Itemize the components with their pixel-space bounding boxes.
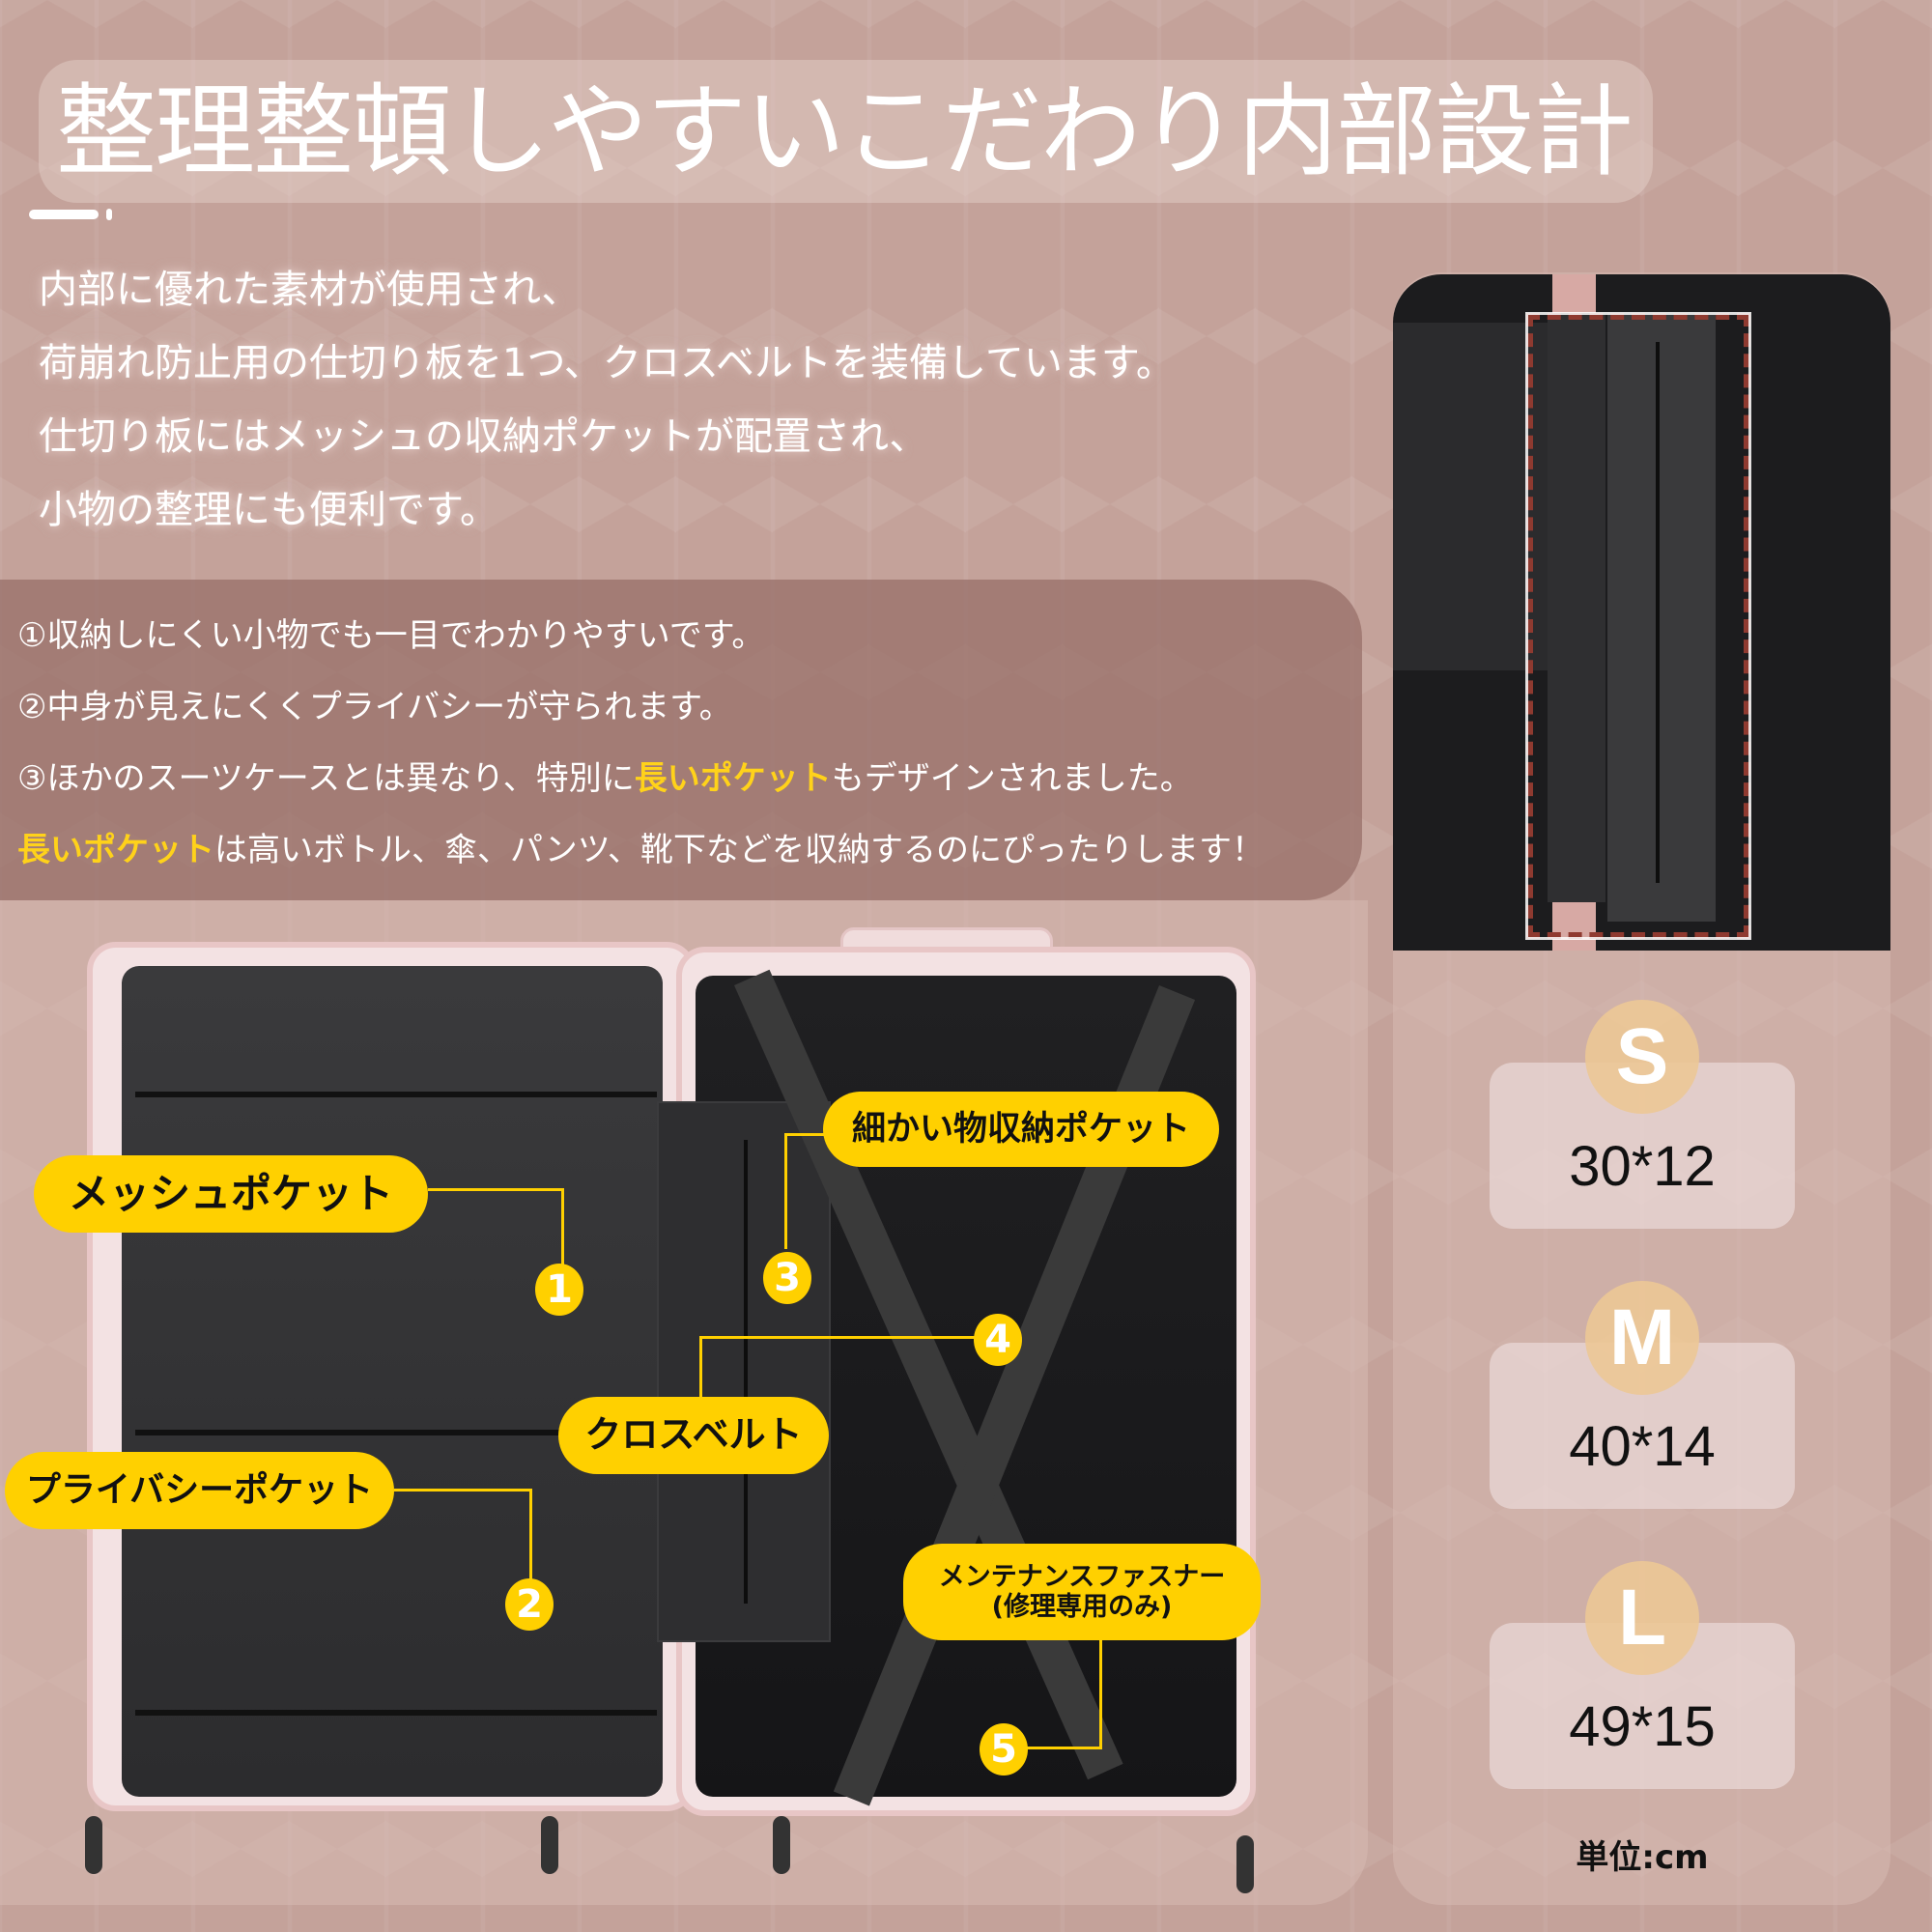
mesh-pocket-zipper [135,1092,657,1097]
title-underline-dot [106,209,112,220]
intro-line: 仕切り板にはメッシュの収納ポケットが配置され、 [39,414,928,459]
feature-line-3-text-end: もデザインされました。 [831,759,1193,798]
long-pocket-highlight-outline [1525,312,1751,940]
wheel [85,1816,102,1874]
callout-leader-line [561,1188,564,1265]
callout-mesh-pocket: メッシュポケット [34,1155,428,1233]
title-banner: 整理整頓しやすいこだわり内部設計 [39,60,1653,203]
callout-leader-line [394,1489,531,1492]
callout-small-items-pocket: 細かい物収納ポケット [823,1092,1219,1167]
size-badge-l: L [1585,1561,1699,1675]
size-card-m: 40*14 [1490,1343,1795,1509]
unit-label: 単位:cm [1576,1838,1709,1877]
callout-leader-line [1022,1747,1102,1749]
feature-line-2: ②中身が見えにくくプライバシーが守られます。 [17,688,732,726]
left-lining [122,966,663,1797]
callout-leader-line [428,1188,563,1191]
long-pocket-highlight: 長いポケット [17,831,214,869]
long-pocket-highlight: 長いポケット [634,759,832,798]
wheel [541,1816,558,1874]
callout-leader-line [529,1489,532,1585]
number-badge-1: 1 [535,1264,583,1316]
divider-zipper [744,1140,748,1604]
feature-line-3-text: ③ほかのスーツケースとは異なり、特別に [17,759,635,798]
page-title: 整理整頓しやすいこだわり内部設計 [56,72,1634,190]
callout-5-line-1: メンテナンスファスナー [938,1561,1226,1592]
callout-maintenance-fastener: メンテナンスファスナー (修理専用のみ) [903,1544,1261,1640]
divider-flap [1548,313,1605,902]
feature-line-4-text: は高いボトル、傘、パンツ、靴下などを収納するのにぴったりします！ [214,831,1264,869]
wheel [1236,1835,1254,1893]
long-pocket-detail-photo [1393,274,1890,951]
callout-leader-line [786,1133,825,1136]
number-badge-3: 3 [763,1252,811,1304]
number-badge-2: 2 [505,1578,554,1631]
bottom-pocket-zipper [135,1710,657,1716]
feature-line-3: ③ほかのスーツケースとは異なり、特別に長いポケットもデザインされました。 [17,752,1193,799]
callout-leader-line [784,1133,787,1249]
feature-line-4: 長いポケットは高いボトル、傘、パンツ、靴下などを収納するのにぴったりします！ [17,823,1264,870]
number-badge-5: 5 [980,1723,1028,1776]
callout-privacy-pocket: プライバシーポケット [5,1452,394,1529]
long-pocket [1607,313,1716,922]
wheel [773,1816,790,1874]
size-badge-m: M [1585,1281,1699,1395]
intro-line: 荷崩れ防止用の仕切り板を1つ、クロスベルトを装備しています。 [39,341,1175,385]
title-underline-bar [29,210,99,219]
number-badge-4: 4 [974,1314,1022,1366]
intro-line: 小物の整理にも便利です。 [39,488,498,532]
features-panel: ①収納しにくい小物でも一目でわかりやすいです。 ②中身が見えにくくプライバシーが… [0,580,1362,900]
callout-cross-belt: クロスベルト [558,1397,829,1474]
size-badge-s: S [1585,1000,1699,1114]
long-pocket-zipper [1656,342,1660,883]
callout-5-line-2: (修理専用のみ) [991,1592,1173,1622]
intro-text: 内部に優れた素材が使用され、 荷崩れ防止用の仕切り板を1つ、クロスベルトを装備し… [39,253,1372,547]
size-dimensions: 49*15 [1569,1695,1716,1758]
mesh-pocket [1393,323,1548,670]
intro-line: 内部に優れた素材が使用され、 [39,268,581,312]
feature-line-1: ①収納しにくい小物でも一目でわかりやすいです。 [17,616,765,655]
privacy-pocket-zipper [135,1430,657,1435]
size-dimensions: 40*14 [1569,1415,1716,1478]
size-dimensions: 30*12 [1569,1135,1716,1198]
callout-leader-line [699,1336,702,1398]
callout-leader-line [1099,1640,1102,1748]
callout-leader-line [699,1336,976,1339]
